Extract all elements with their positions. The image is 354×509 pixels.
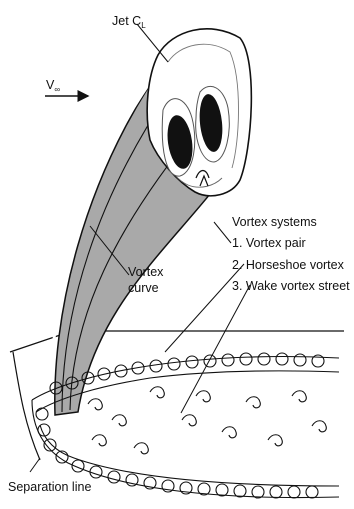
jet-label-text: Jet C [112,14,141,28]
vortex-curve-label-line1: Vortex [128,265,163,280]
jet-centerline-label: Jet CL [112,14,146,30]
vortex-curve-label-line2: curve [128,281,159,296]
freestream-label-subscript: ∞ [54,85,60,94]
freestream-label: V∞ [46,78,60,94]
wake-vortex-street [88,387,326,454]
horseshoe-vortex-label: 2. Horseshoe vortex [232,258,344,273]
wake-vortex-street-label: 3. Wake vortex street [232,279,350,294]
jet-label-subscript: L [141,21,145,30]
separation-line-label: Separation line [8,480,91,495]
vortex-systems-title: Vortex systems [232,215,317,230]
vortex-pair-label: 1. Vortex pair [232,236,306,251]
